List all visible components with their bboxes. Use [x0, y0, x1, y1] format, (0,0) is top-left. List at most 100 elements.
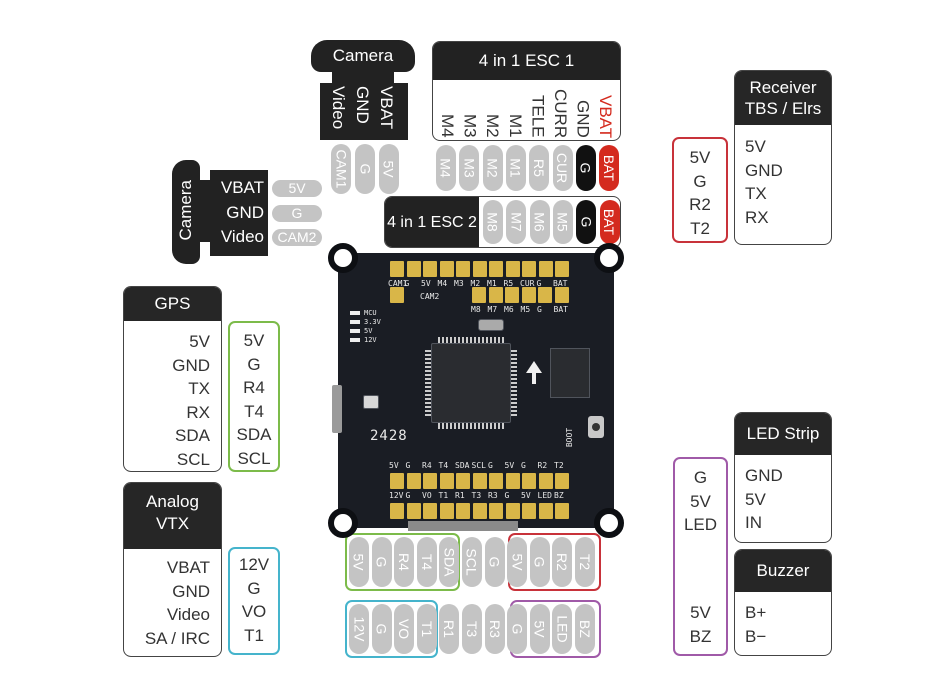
esc1-pad-label: CUR [554, 152, 571, 184]
receiver-device-pin: 5V [745, 137, 766, 156]
board-top-pad-label: M1 [487, 279, 497, 288]
board-top-pad-label: 5V [421, 279, 431, 288]
board-esc2-pad-label: M7 [487, 305, 498, 314]
usb-connector [332, 385, 342, 433]
bottom-row2-pad: T3 [462, 604, 482, 654]
esc1-pad: BAT [599, 145, 620, 191]
camera1-wire-video: Video [329, 86, 348, 130]
board-row1-pad [472, 473, 487, 489]
esc1-wire-label: M3 [460, 114, 480, 138]
receiver-fc-pin: 5V [689, 148, 711, 167]
board-size-label: 2428 [370, 428, 408, 444]
camera2-wire-gnd: GND [226, 203, 264, 222]
board-row1-label: SCL [471, 461, 486, 470]
bottom-row2-pad: G [371, 604, 392, 654]
board-row1-pad [423, 473, 437, 489]
board-row1-label: G [405, 461, 411, 470]
esc2-pad-label: BAT [601, 208, 618, 236]
esc2-pad: M7 [506, 200, 527, 244]
vtx-device-pin: Video [166, 605, 210, 624]
gps-device-pin: TX [188, 379, 210, 398]
bottom-row1-pad-label: R4 [396, 553, 413, 571]
board-row1-label: 5V [504, 461, 515, 470]
status-led-label: 5V [364, 327, 373, 335]
bottom-row1-pad: T4 [416, 537, 437, 587]
board-row2-pad [522, 503, 536, 519]
led-strip-title: LED Strip [735, 413, 831, 455]
board-row2-pad [439, 503, 454, 519]
bottom-row2-pad: G [507, 604, 528, 654]
vtx-device-pin: GND [172, 581, 210, 601]
board-row1-pad [522, 473, 536, 489]
esc1-wire-label: M2 [483, 114, 503, 138]
board-row1-label: G [521, 461, 526, 470]
bottom-row1-pad: 5V [507, 537, 528, 587]
mcu-pins-right [511, 350, 517, 416]
camera1-wire-vbat: VBAT [377, 86, 396, 130]
board-row2-pad [555, 503, 569, 519]
receiver-fc-pin: T2 [690, 218, 710, 238]
board-row1-pad [390, 473, 404, 489]
esc2-pad-label: M5 [554, 212, 571, 232]
esc2-pad-label: M6 [531, 212, 548, 232]
board-row2-label: G [405, 491, 411, 500]
led-device-pin: IN [745, 513, 762, 532]
board-cam2-label: CAM2 [420, 292, 440, 301]
bottom-row1-pad: R2 [552, 537, 573, 587]
bottom-row2-pad-label: G [509, 623, 526, 635]
bottom-row1-pad-label: T2 [577, 553, 593, 571]
receiver-title-line2: TBS / Elrs [744, 99, 822, 118]
board-row1-label: SDA [455, 461, 470, 470]
board-row1-pad [505, 473, 520, 489]
vtx-fc-pin: G [247, 578, 261, 598]
vtx-fc-pin: T1 [244, 625, 264, 645]
board-row2-label: 5V [521, 491, 531, 500]
bottom-row2-pad: 5V [529, 604, 550, 654]
bottom-row1-pad: G [529, 537, 550, 587]
esc2-title: 4 in 1 ESC 2 [385, 197, 479, 247]
buzzer-fc-pin: 5V [690, 603, 711, 622]
board-row2-pad [505, 503, 520, 519]
board-row2-pad [489, 503, 503, 519]
boot-button[interactable] [588, 416, 604, 438]
board-row1-pad [439, 473, 454, 489]
gps-device-pin: RX [186, 402, 210, 422]
board-top-pad [406, 261, 421, 277]
board-row2-pad [390, 503, 404, 519]
board-row1-pad [406, 473, 421, 489]
esc2-pad: M6 [529, 200, 550, 244]
mount-hole-tr [594, 243, 624, 273]
board-esc2-pad-label: BAT [553, 305, 568, 314]
vtx-title-line2: VTX [155, 514, 190, 533]
mount-hole-bl [328, 508, 358, 538]
bottom-row2-pad: 12V [349, 604, 369, 654]
vtx-fc-pin: VO [241, 602, 267, 621]
bottom-row2-pad-label: 5V [531, 620, 548, 638]
gps-fc-pin: G [247, 354, 261, 374]
board-top-pad [505, 261, 520, 277]
board-row2-pad [406, 503, 421, 519]
camera2-lens: Camera [172, 160, 200, 264]
mount-hole-br [594, 508, 624, 538]
receiver-device-pin: GND [745, 160, 783, 180]
board-esc2-pad [538, 287, 552, 303]
bottom-row1-pad-label: G [531, 556, 548, 568]
board-row2-label: BZ [554, 491, 564, 500]
led-fc-pin: G [693, 468, 708, 487]
board-top-pad-label: M4 [437, 279, 448, 288]
esc1-pad: R5 [529, 145, 550, 191]
status-led-label: 3.3V [364, 318, 381, 326]
board-esc2-pad [488, 287, 503, 303]
board-row2-label: T1 [438, 491, 449, 500]
board-top-pad [555, 261, 569, 277]
board-esc2-pad [472, 287, 486, 303]
receiver-fc-pin: R2 [689, 195, 711, 214]
board-esc2-pad [554, 287, 569, 303]
camera1-body [320, 83, 408, 140]
esc2-pad-label: M7 [508, 212, 525, 232]
esc1-wire-label: M1 [505, 114, 525, 138]
board-row2-label: VO [422, 491, 432, 500]
status-led [350, 320, 360, 324]
